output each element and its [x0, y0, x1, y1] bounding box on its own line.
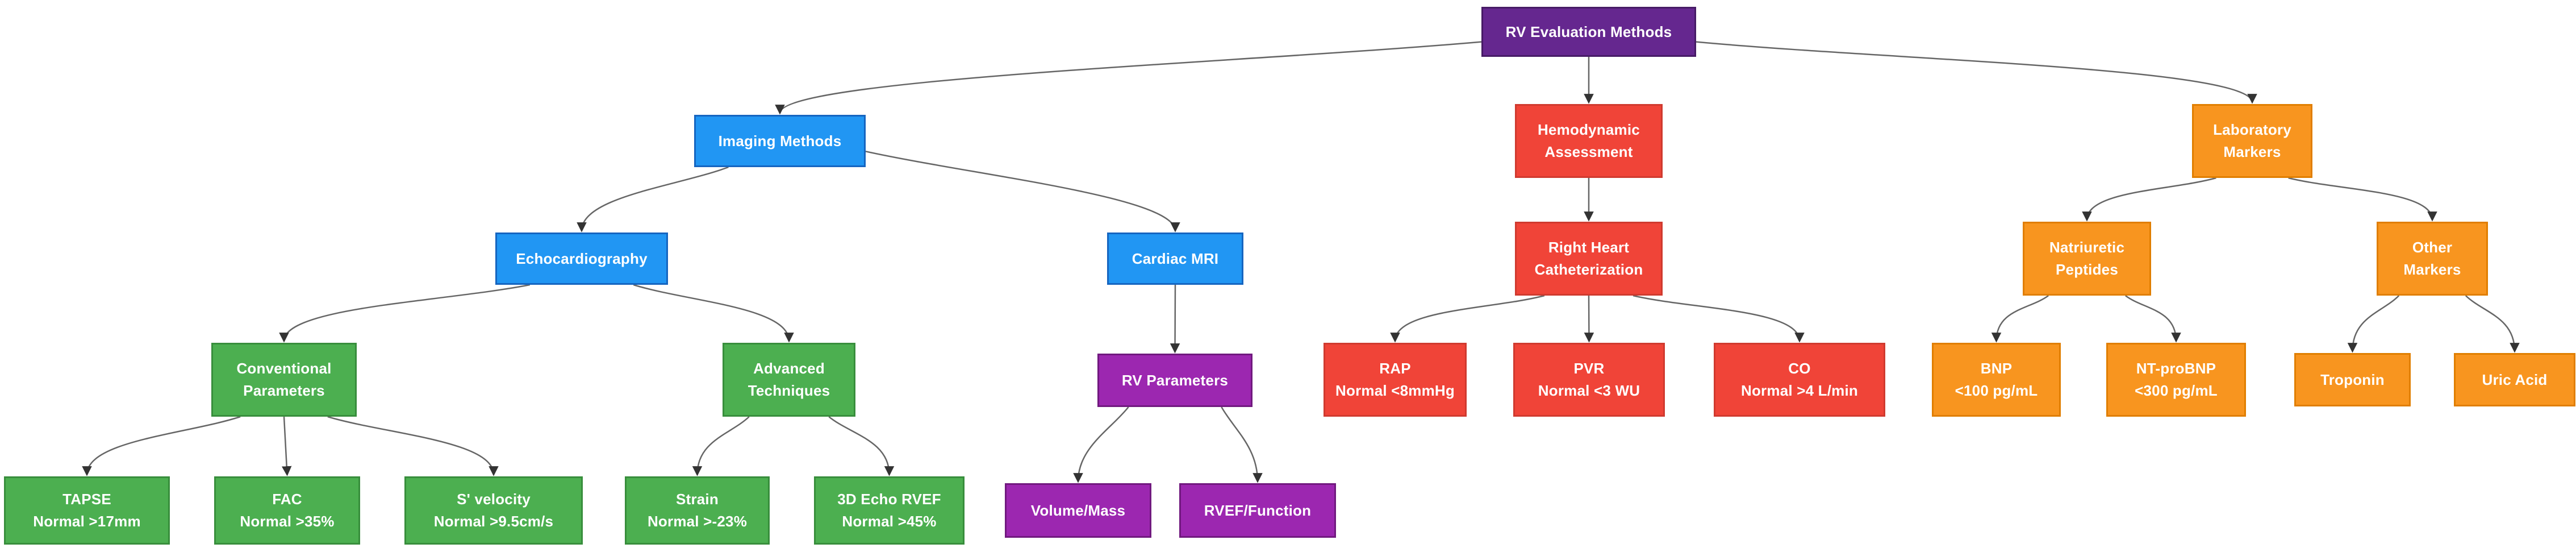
node-label-line: Cardiac MRI	[1132, 250, 1219, 267]
node-label-line: Normal <8mmHg	[1335, 382, 1455, 399]
node-troponin: Troponin	[2294, 353, 2411, 406]
node-label-line: <100 pg/mL	[1955, 382, 2038, 399]
node-label-line: Normal >35%	[240, 513, 335, 530]
node-label-line: Assessment	[1544, 143, 1633, 160]
node-pvr: PVR Normal <3 WU	[1513, 343, 1665, 417]
node-label-line: RVEF/Function	[1204, 501, 1312, 519]
node-label-line: S' velocity	[457, 491, 531, 508]
node-label-line: Volume/Mass	[1030, 501, 1126, 519]
node-cardiac-mri: Cardiac MRI	[1107, 233, 1243, 285]
node-label-line: Advanced	[753, 360, 825, 377]
node-rv-evaluation-methods: RV Evaluation Methods	[1481, 7, 1696, 57]
node-label-line: TAPSE	[62, 491, 111, 508]
edge-other-troponin	[2347, 295, 2400, 353]
node-label-line: Hemodynamic	[1538, 121, 1640, 138]
node-label-line: Normal >45%	[842, 513, 937, 530]
edge-root-lab	[1696, 41, 2257, 104]
edge-other-uric	[2465, 295, 2520, 353]
edge-root-imaging	[775, 41, 1482, 115]
node-imaging-methods: Imaging Methods	[694, 115, 866, 167]
node-rap: RAP Normal <8mmHg	[1324, 343, 1467, 417]
node-co: CO Normal >4 L/min	[1714, 343, 1885, 417]
node-tapse: TAPSE Normal >17mm	[4, 476, 170, 545]
edge-echo-adv	[633, 284, 794, 343]
node-label-line: Troponin	[2320, 371, 2385, 388]
node-label-line: Techniques	[748, 382, 830, 399]
node-rv-parameters: RV Parameters	[1097, 354, 1252, 407]
node-label-line: Conventional	[236, 360, 332, 377]
edge-rhc-rap	[1390, 294, 1545, 343]
node-label-line: Markers	[2403, 261, 2461, 278]
node-uric-acid: Uric Acid	[2454, 353, 2575, 406]
node-label-line: <300 pg/mL	[2135, 382, 2218, 399]
node-volume-mass: Volume/Mass	[1005, 483, 1151, 538]
node-label-line: RV Evaluation Methods	[1505, 23, 1672, 40]
edge-rhc-co	[1633, 294, 1805, 343]
node-label-line: Echocardiography	[516, 250, 648, 267]
node-label-line: Strain	[676, 491, 719, 508]
node-nt-probnp: NT-proBNP <300 pg/mL	[2106, 343, 2246, 417]
edge-lab-other	[2288, 177, 2437, 222]
edge-mri-rvparams	[1170, 284, 1180, 354]
edge-conv-svel	[327, 416, 499, 476]
edge-conv-tapse	[82, 416, 241, 476]
node-label-line: Laboratory	[2213, 121, 2291, 138]
node-echocardiography: Echocardiography	[495, 233, 668, 285]
edge-rvparams-rveffunc	[1221, 406, 1263, 483]
node-label-line: CO	[1788, 360, 1811, 377]
node-label-line: Normal >-23%	[647, 513, 748, 530]
node-label-line: FAC	[272, 491, 302, 508]
node-label-line: PVR	[1573, 360, 1605, 377]
node-label-line: Normal >17mm	[33, 513, 141, 530]
node-label-line: Other	[2412, 239, 2453, 256]
node-label-line: Uric Acid	[2482, 371, 2548, 388]
edge-conv-fac	[281, 416, 292, 476]
node-label-line: Catheterization	[1534, 261, 1643, 278]
node-label-line: Normal >4 L/min	[1741, 382, 1858, 399]
edge-adv-strain	[692, 416, 750, 476]
node-label-line: NT-proBNP	[2136, 360, 2216, 377]
edge-np-bnp	[1991, 294, 2049, 343]
node-label-line: Natriuretic	[2049, 239, 2125, 256]
node-label-line: RAP	[1379, 360, 1411, 377]
edge-imaging-mri	[865, 151, 1180, 233]
node-label-line: Normal <3 WU	[1538, 382, 1640, 399]
node-label-line: Normal >9.5cm/s	[433, 513, 554, 530]
edge-echo-conv	[279, 284, 531, 343]
node-label-line: Right Heart	[1548, 239, 1630, 256]
node-label-line: Peptides	[2056, 261, 2118, 278]
node-label-line: 3D Echo RVEF	[837, 491, 941, 508]
node-fac: FAC Normal >35%	[214, 476, 360, 545]
node-rvef-function: RVEF/Function	[1179, 483, 1336, 538]
node-label-line: Markers	[2223, 143, 2281, 160]
edge-imaging-echo	[577, 166, 729, 233]
node-bnp: BNP <100 pg/mL	[1932, 343, 2061, 417]
node-label-line: RV Parameters	[1121, 371, 1229, 389]
node-label-line: BNP	[1980, 360, 2013, 377]
node-3d-echo-rvef: 3D Echo RVEF Normal >45%	[814, 476, 965, 545]
edge-adv-echo3d	[828, 416, 895, 476]
edge-lab-np	[2082, 177, 2216, 222]
node-label-line: Parameters	[243, 382, 325, 399]
edge-np-ntprobnp	[2125, 295, 2181, 343]
node-label-line: Imaging Methods	[718, 132, 842, 150]
edge-rvparams-volmass	[1073, 406, 1129, 483]
